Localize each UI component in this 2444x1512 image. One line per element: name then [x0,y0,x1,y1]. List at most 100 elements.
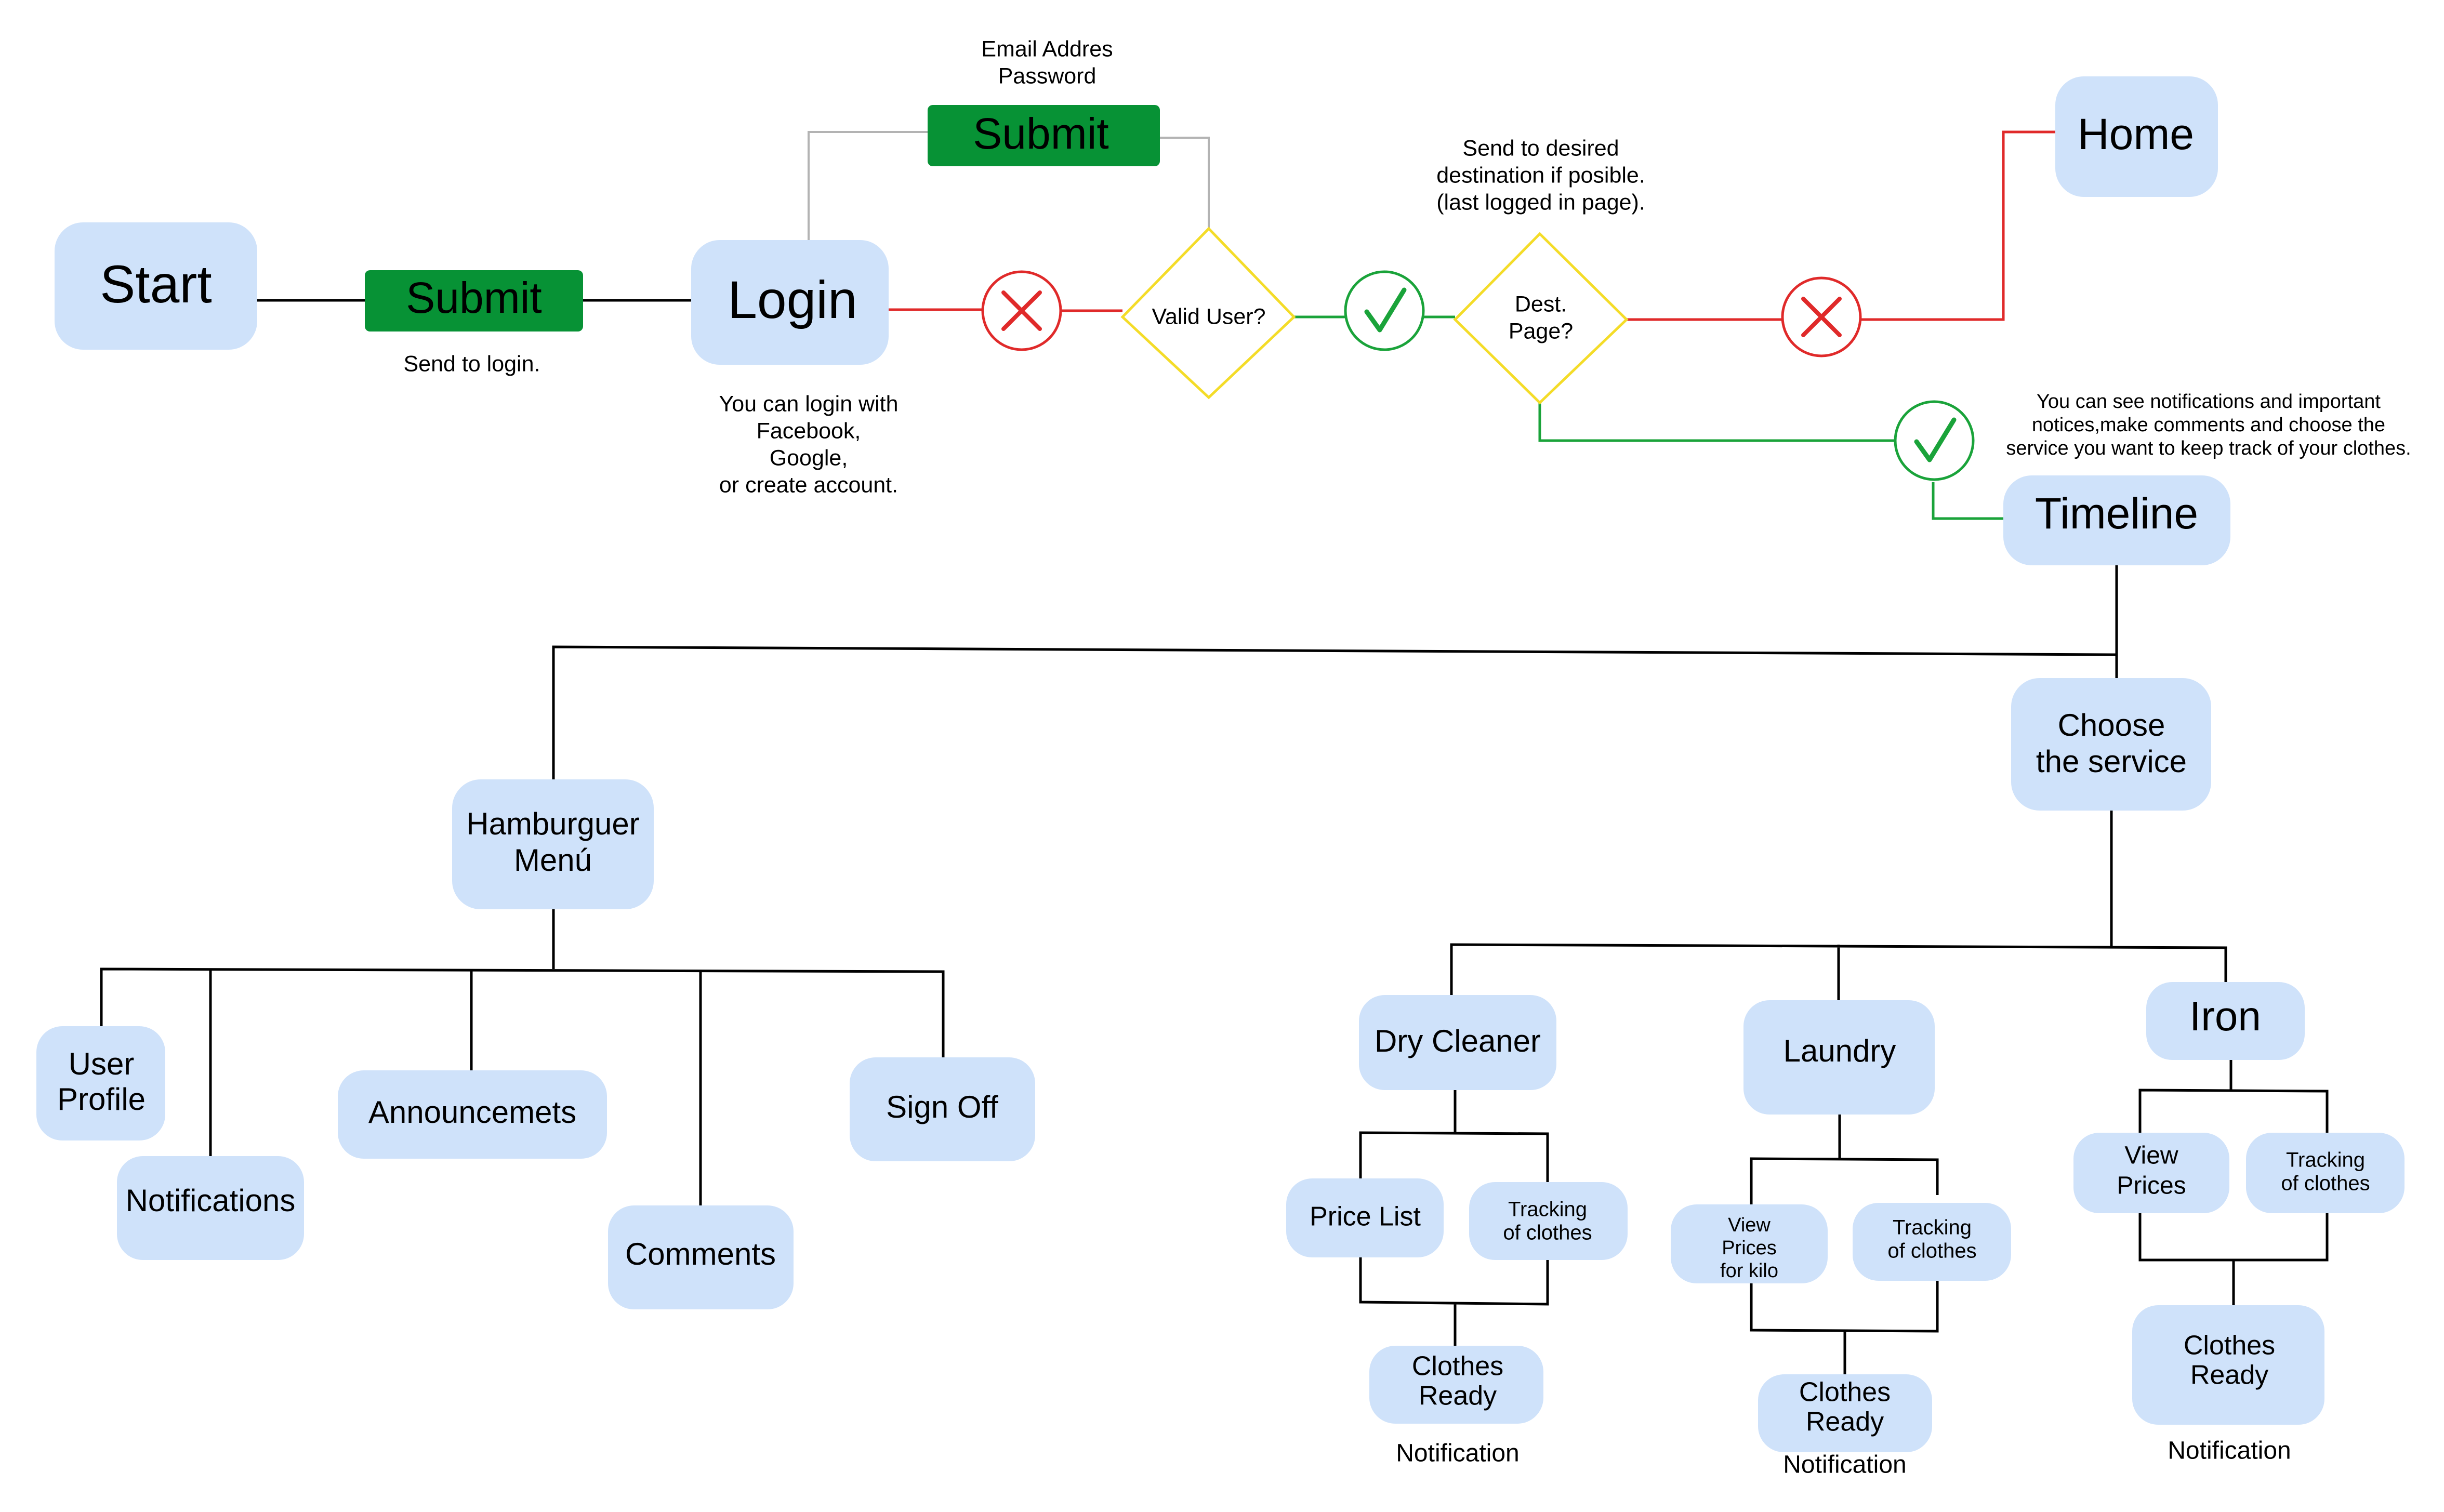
svg-text:of clothes: of clothes [2281,1172,2370,1195]
sign-off-node[interactable]: Sign Off [850,1057,1035,1161]
svg-text:for kilo: for kilo [1720,1260,1778,1282]
note-send-to-login: Send to login. [404,351,540,376]
laundry-notification-label: Notification [1783,1451,1906,1479]
home-label: Home [2078,110,2194,158]
iron-tracking-node[interactable]: Tracking of clothes [2246,1133,2405,1213]
timeline-label: Timeline [2035,489,2198,538]
laundry-node[interactable]: Laundry [1743,1000,1935,1115]
user-profile-node[interactable]: User Profile [36,1026,165,1140]
start-node[interactable]: Start [55,222,257,350]
edge-dry-subtree [1359,1090,1549,1346]
svg-text:Facebook,: Facebook, [757,418,861,443]
price-list-node[interactable]: Price List [1286,1178,1444,1257]
edge-login-submit2 [808,131,928,240]
svg-text:Hamburguer: Hamburguer [466,806,640,841]
svg-text:Menú: Menú [514,843,592,878]
svg-text:You can login with: You can login with [719,391,898,416]
svg-text:View: View [2124,1142,2178,1170]
submit-button-1-label: Submit [406,273,541,322]
svg-text:Tracking: Tracking [2286,1149,2365,1172]
choose-service-node[interactable]: Choose the service [2011,678,2211,811]
svg-text:Google,: Google, [770,445,848,470]
svg-text:Ready: Ready [1806,1407,1884,1437]
valid-user-decision: Valid User? [1120,227,1296,400]
svg-text:Choose: Choose [2058,708,2165,742]
edge-timeline-bar [552,645,2117,779]
submit-button-1[interactable]: Submit [365,270,583,331]
svg-text:Email Addres: Email Addres [981,36,1113,61]
svg-text:Dest.: Dest. [1515,291,1567,316]
laundry-view-prices-node[interactable]: View Prices for kilo [1671,1204,1828,1283]
svg-text:Tracking: Tracking [1508,1198,1587,1221]
note-login-options: You can login with Facebook, Google, or … [719,391,898,497]
login-label: Login [728,270,857,329]
svg-text:Send to desired: Send to desired [1462,136,1619,161]
svg-text:or create account.: or create account. [719,472,898,497]
edge-login-valid [889,308,1122,312]
svg-text:Notifications: Notifications [126,1183,296,1218]
svg-text:the service: the service [2036,744,2187,779]
dry-cleaner-node[interactable]: Dry Cleaner [1359,995,1556,1090]
svg-text:Ready: Ready [1419,1381,1497,1411]
timeline-node[interactable]: Timeline [2003,475,2230,565]
start-label: Start [100,255,212,314]
edge-service-bar [1450,943,2227,1000]
svg-text:Price List: Price List [1310,1202,1421,1232]
note-timeline-info: You can see notifications and important … [2006,391,2411,459]
hamburger-menu-node[interactable]: Hamburguer Menú [452,779,654,909]
cross-icon [981,270,1062,351]
svg-text:Clothes: Clothes [1799,1377,1891,1408]
submit-button-2[interactable]: Submit [928,105,1160,166]
dry-notification-label: Notification [1396,1440,1519,1467]
laundry-tracking-node[interactable]: Tracking of clothes [1853,1203,2011,1281]
edge-dest-timeline [1538,403,2003,520]
svg-text:Iron: Iron [2189,993,2261,1039]
svg-text:Dry Cleaner: Dry Cleaner [1375,1024,1541,1058]
svg-text:destination if posible.: destination if posible. [1436,163,1645,188]
svg-text:Tracking: Tracking [1893,1216,1972,1239]
edge-hamburger-branches [209,969,702,1205]
dest-page-decision: Dest. Page? [1453,232,1629,405]
svg-text:Announcemets: Announcemets [368,1095,576,1130]
dry-tracking-node[interactable]: Tracking of clothes [1469,1182,1628,1260]
svg-text:(last logged in page).: (last logged in page). [1436,190,1645,215]
edge-iron-subtree [2138,1060,2329,1305]
svg-text:Laundry: Laundry [1784,1033,1896,1068]
svg-text:Page?: Page? [1509,319,1573,343]
connectors [100,130,2329,1374]
edge-submit2-valid [1160,137,1210,229]
svg-text:You can see notifications and: You can see notifications and important [2037,391,2381,413]
note-credentials: Email Addres Password [981,36,1113,88]
iron-view-prices-node[interactable]: View Prices [2073,1133,2229,1213]
svg-text:service you want to keep track: service you want to keep track of your c… [2006,437,2411,459]
announcements-node[interactable]: Announcemets [338,1070,607,1159]
login-node[interactable]: Login [691,240,889,365]
notifications-node[interactable]: Notifications [117,1156,304,1260]
svg-text:User: User [69,1046,135,1081]
edge-dest-home [1627,130,2055,321]
svg-text:Comments: Comments [625,1237,776,1271]
home-node[interactable]: Home [2055,76,2218,197]
submit-button-2-label: Submit [973,109,1108,158]
svg-text:Prices: Prices [2117,1172,2186,1200]
svg-text:Ready: Ready [2190,1360,2268,1390]
svg-text:Prices: Prices [1722,1237,1777,1259]
svg-text:of clothes: of clothes [1503,1222,1592,1244]
dry-clothes-ready-node[interactable]: Clothes Ready [1369,1346,1543,1424]
svg-text:Profile: Profile [57,1082,146,1117]
svg-text:notices,make comments and choo: notices,make comments and choose the [2032,414,2385,436]
svg-text:View: View [1728,1214,1771,1236]
edge-laundry-subtree [1750,1115,1939,1374]
check-icon [1344,270,1425,351]
laundry-clothes-ready-node[interactable]: Clothes Ready [1758,1374,1932,1452]
valid-user-label: Valid User? [1152,304,1265,329]
svg-text:Clothes: Clothes [2184,1331,2275,1361]
check-icon [1894,400,1975,481]
iron-clothes-ready-node[interactable]: Clothes Ready [2132,1305,2324,1425]
svg-text:Clothes: Clothes [1412,1351,1503,1382]
cross-icon [1781,276,1862,357]
iron-node[interactable]: Iron [2146,982,2305,1060]
iron-notification-label: Notification [2168,1437,2291,1465]
comments-node[interactable]: Comments [608,1205,794,1309]
